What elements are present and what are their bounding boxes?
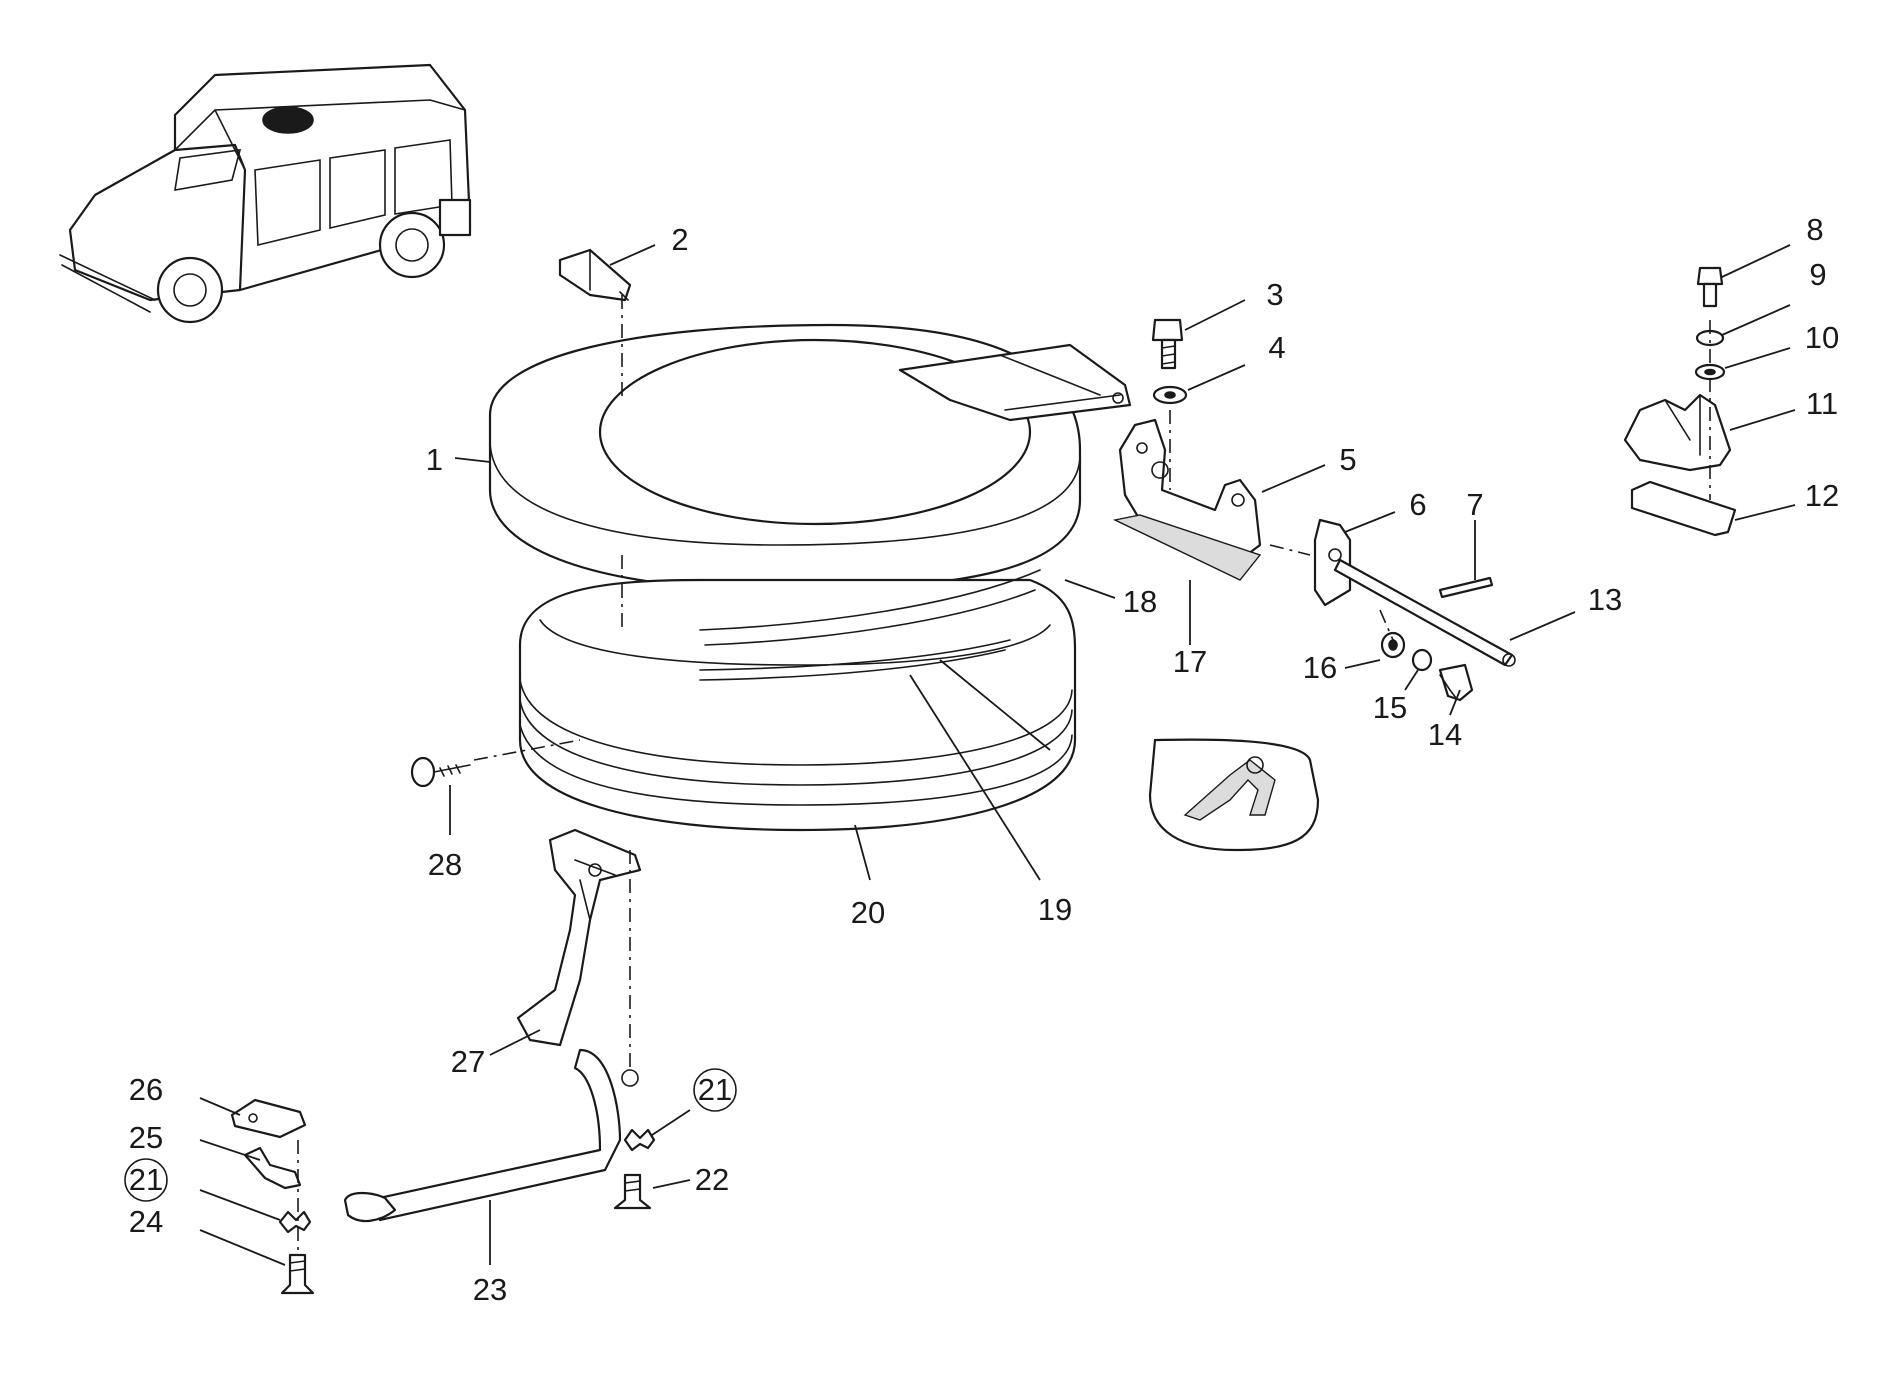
part-19-seal [699, 589, 1036, 681]
part-25-clip [243, 1146, 302, 1190]
callout-23: 23 [473, 1272, 507, 1307]
part-15-spring-washer [1411, 648, 1433, 672]
part-12-base-plate [1630, 480, 1737, 537]
part-20-cover-ring [518, 578, 1077, 832]
callout-13: 13 [1588, 582, 1622, 617]
callout-2: 2 [671, 222, 688, 257]
part-28-screw [410, 756, 471, 788]
part-23-strap [343, 1048, 639, 1223]
part-24-screw [280, 1253, 315, 1295]
part-21-star-washer-left [278, 1210, 312, 1234]
part-8-bolt [1696, 266, 1724, 308]
callout-26: 26 [129, 1072, 163, 1107]
callout-9: 9 [1809, 257, 1826, 292]
part-17-pad [1112, 514, 1262, 581]
part-4-washer [1152, 385, 1188, 405]
callout-8: 8 [1806, 212, 1823, 247]
seal-profile-detail [1148, 738, 1320, 852]
callout-24: 24 [129, 1204, 163, 1239]
part-22-screw [613, 1173, 652, 1210]
part-7-split-pin [1438, 576, 1494, 599]
part-3-bolt [1151, 318, 1184, 370]
part-26-plate [230, 1098, 307, 1139]
part-21-star-washer-right [623, 1128, 656, 1152]
part-16-washer [1380, 631, 1406, 659]
callout-25: 25 [129, 1120, 163, 1155]
callout-labels: 1 2 3 4 5 6 7 8 9 10 11 12 13 14 15 16 1… [124, 212, 1839, 1307]
callout-10: 10 [1805, 320, 1839, 355]
part-13-hinge-pin [1333, 558, 1516, 667]
callout-14: 14 [1428, 717, 1462, 752]
callout-27: 27 [451, 1044, 485, 1079]
callout-18: 18 [1123, 584, 1157, 619]
part-11-latch [1623, 393, 1732, 472]
part-27-bracket [516, 828, 642, 1047]
callout-15: 15 [1373, 690, 1407, 725]
callout-21-right-ring [693, 1068, 737, 1112]
callout-6: 6 [1409, 487, 1426, 522]
callout-21-right: 21 [698, 1072, 732, 1107]
callout-1: 1 [426, 442, 443, 477]
callout-5: 5 [1339, 442, 1356, 477]
part-1-cover-lid [488, 323, 1132, 592]
callout-28: 28 [428, 847, 462, 882]
callout-19: 19 [1038, 892, 1072, 927]
callout-20: 20 [851, 895, 885, 930]
callout-17: 17 [1173, 644, 1207, 679]
callout-22: 22 [695, 1162, 729, 1197]
callout-21-left: 21 [129, 1162, 163, 1197]
callout-11: 11 [1806, 386, 1838, 421]
callout-16: 16 [1303, 650, 1337, 685]
part-2-clip [558, 248, 632, 302]
callout-21-left-ring [124, 1158, 168, 1202]
callout-3: 3 [1266, 277, 1283, 312]
callout-7: 7 [1466, 487, 1483, 522]
leader-lines [199, 244, 1796, 1266]
callout-12: 12 [1805, 478, 1839, 513]
vehicle-locator-illustration [59, 63, 472, 324]
part-14-screw [1438, 663, 1474, 702]
spare-wheel-location-marker [262, 106, 314, 134]
callout-4: 4 [1268, 330, 1285, 365]
assembly-lines [297, 295, 1711, 1250]
part-18-seal [699, 569, 1041, 631]
